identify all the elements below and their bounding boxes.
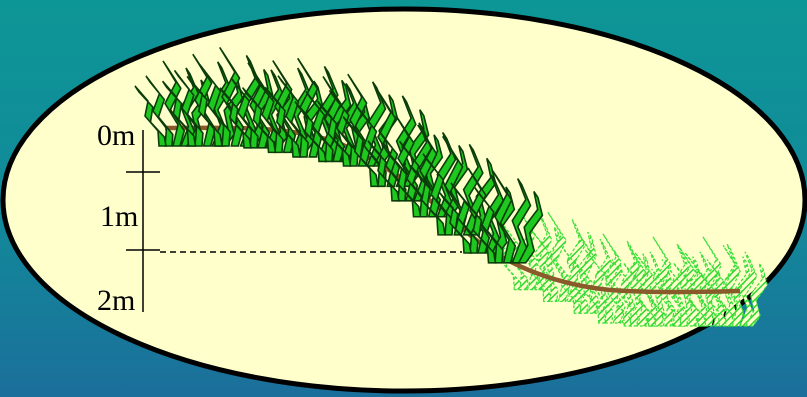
depth-label-0m: 0m	[97, 119, 135, 152]
depth-label-2m: 2m	[97, 284, 135, 317]
depth-label-1m: 1m	[100, 200, 138, 233]
